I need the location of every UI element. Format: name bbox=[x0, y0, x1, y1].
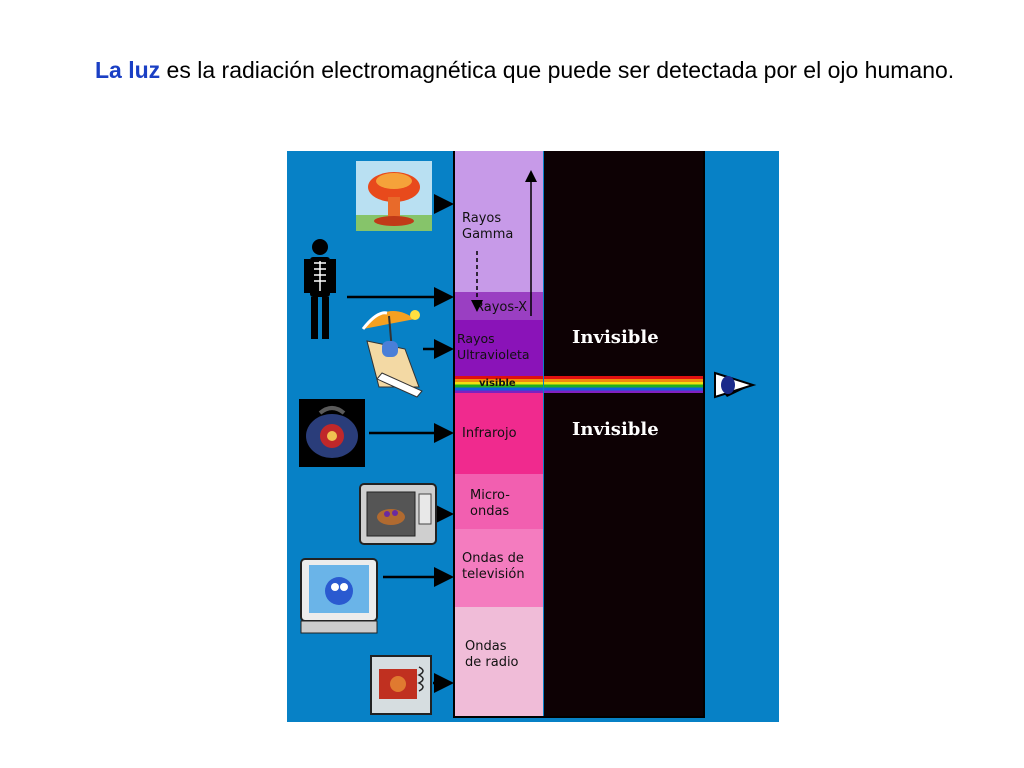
spectrum-frame bbox=[453, 151, 705, 718]
band-tv: Ondas de televisión bbox=[455, 529, 543, 607]
title-text: es la radiación electromagnética que pue… bbox=[160, 57, 955, 83]
band-radio-label: Ondas de radio bbox=[465, 639, 519, 670]
band-microwave-label: Micro- ondas bbox=[470, 488, 510, 519]
band-microwave: Micro- ondas bbox=[455, 474, 543, 529]
band-visible-label: visible bbox=[479, 378, 516, 389]
band-infrared: Infrarojo bbox=[455, 393, 543, 474]
page-title: La luz es la radiación electromagnética … bbox=[95, 57, 975, 84]
eye-icon bbox=[714, 371, 757, 399]
invisible-region-upper: Invisible bbox=[544, 151, 704, 376]
radio-icon bbox=[370, 655, 432, 715]
band-infrared-label: Infrarojo bbox=[462, 426, 517, 441]
invisible-upper-label: Invisible bbox=[572, 327, 659, 348]
spectrum-diagram: Rayos Gamma Rayos-X Rayos Ultravioleta v… bbox=[287, 151, 779, 722]
band-uv-label: Rayos Ultravioleta bbox=[457, 331, 530, 362]
nuclear-explosion-icon bbox=[356, 161, 432, 231]
band-uv: Rayos Ultravioleta bbox=[455, 320, 543, 376]
band-visible: visible bbox=[455, 376, 543, 393]
sunbather-icon bbox=[361, 310, 423, 398]
title-highlight: La luz bbox=[95, 57, 161, 83]
band-xray-label: Rayos-X bbox=[475, 300, 528, 315]
band-gamma-label: Rayos Gamma bbox=[462, 211, 514, 242]
xray-person-icon bbox=[304, 239, 336, 339]
television-icon bbox=[300, 558, 378, 634]
band-xray: Rayos-X bbox=[455, 292, 543, 320]
diagram-overlay bbox=[299, 161, 757, 715]
visible-strip bbox=[544, 376, 704, 393]
heater-icon bbox=[299, 399, 365, 467]
invisible-lower-label: Invisible bbox=[572, 419, 659, 440]
microwave-icon bbox=[359, 483, 437, 545]
gamma-range-arrows bbox=[471, 170, 537, 316]
band-tv-label: Ondas de televisión bbox=[462, 551, 525, 582]
band-radio: Ondas de radio bbox=[455, 607, 543, 718]
invisible-region-lower: Invisible bbox=[544, 393, 704, 718]
